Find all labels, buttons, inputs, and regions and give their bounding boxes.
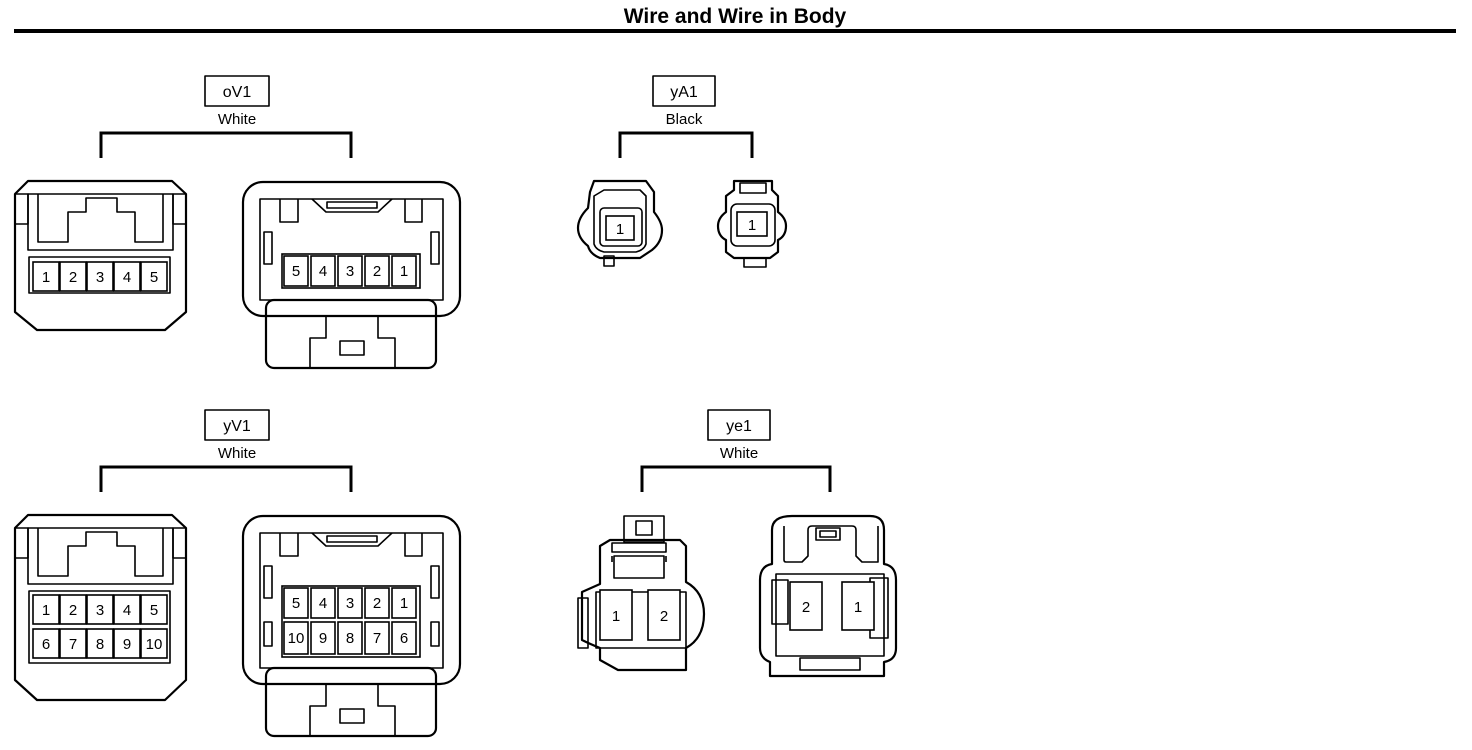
pin-label: 10 <box>288 630 305 647</box>
pin-label: 6 <box>400 630 408 647</box>
pin-label: 1 <box>616 221 624 238</box>
pin-label: 1 <box>42 269 50 286</box>
pin-label: 2 <box>69 269 77 286</box>
pin-label: 5 <box>292 595 300 612</box>
pin-row: 5 4 3 2 1 <box>283 255 417 287</box>
pin-row: 1 2 3 4 5 <box>32 594 168 625</box>
pin-label: 1 <box>612 608 620 625</box>
pin-label: 4 <box>319 595 327 612</box>
pin-label: 8 <box>346 630 354 647</box>
connector-bracket <box>99 465 353 492</box>
connector-color: White <box>218 111 256 128</box>
pin-label: 3 <box>96 602 104 619</box>
pin-label: 1 <box>748 217 756 234</box>
connector-code-box <box>652 75 716 107</box>
pin-label: 7 <box>373 630 381 647</box>
pin-label: 6 <box>42 636 50 653</box>
pin-label: 1 <box>42 602 50 619</box>
pin-label: 3 <box>96 269 104 286</box>
pin-row: 1 2 3 4 5 <box>32 261 168 292</box>
pin-label: 4 <box>319 263 327 280</box>
connector-yA1-female-face: 1 <box>576 179 664 267</box>
pin-label: 9 <box>319 630 327 647</box>
pin-label: 5 <box>292 263 300 280</box>
connector-code-box <box>204 409 270 441</box>
pin-label: 5 <box>150 602 158 619</box>
pin-label: 4 <box>123 269 131 286</box>
connector-yA1-male-face: 1 <box>716 179 788 268</box>
pin-label: 10 <box>146 636 163 653</box>
connector-code: ye1 <box>726 418 752 435</box>
pin-label: 2 <box>373 263 381 280</box>
pin-row: 6 7 8 9 10 <box>32 628 168 659</box>
connector-oV1: oV1 White 1 2 3 4 5 <box>13 75 462 370</box>
pin-label: 8 <box>96 636 104 653</box>
connector-bracket <box>640 465 832 492</box>
pin-label: 2 <box>660 608 668 625</box>
pin-label: 2 <box>69 602 77 619</box>
connector-yV1-male-face: 5 4 3 2 1 10 9 8 7 6 <box>241 514 462 738</box>
connector-code: yA1 <box>670 84 698 101</box>
connector-bracket <box>99 131 353 158</box>
connector-ye1: ye1 White 1 2 2 <box>577 409 898 678</box>
title-rule <box>14 29 1456 33</box>
connector-code-box <box>707 409 771 441</box>
connector-bracket <box>618 131 754 158</box>
pin-label: 7 <box>69 636 77 653</box>
connector-color: White <box>720 445 758 462</box>
connector-code: oV1 <box>223 84 252 101</box>
pin-label: 4 <box>123 602 131 619</box>
page-title: Wire and Wire in Body <box>623 5 847 28</box>
connector-color: Black <box>666 111 703 128</box>
connector-ye1-female-face: 1 2 <box>577 515 706 672</box>
pin-label: 1 <box>854 599 862 616</box>
connector-yV1-female-face: 1 2 3 4 5 6 7 8 9 10 <box>13 513 188 702</box>
connector-color: White <box>218 445 256 462</box>
connector-oV1-female-face: 1 2 3 4 5 <box>13 179 188 332</box>
pin-label: 9 <box>123 636 131 653</box>
pin-label: 1 <box>400 263 408 280</box>
connector-ye1-male-face: 2 1 <box>758 514 898 678</box>
pin-row: 10 9 8 7 6 <box>283 621 417 655</box>
pin-label: 5 <box>150 269 158 286</box>
pin-label: 1 <box>400 595 408 612</box>
pin-row: 5 4 3 2 1 <box>283 587 417 619</box>
pin-label: 2 <box>373 595 381 612</box>
connector-code: yV1 <box>223 418 251 435</box>
connector-oV1-male-face: 5 4 3 2 1 <box>241 180 462 370</box>
pin-label: 3 <box>346 263 354 280</box>
connector-code-box <box>204 75 270 107</box>
pin-label: 2 <box>802 599 810 616</box>
connector-yA1: yA1 Black 1 1 <box>576 75 788 268</box>
connector-yV1: yV1 White 1 2 3 4 5 <box>13 409 462 738</box>
pin-label: 3 <box>346 595 354 612</box>
